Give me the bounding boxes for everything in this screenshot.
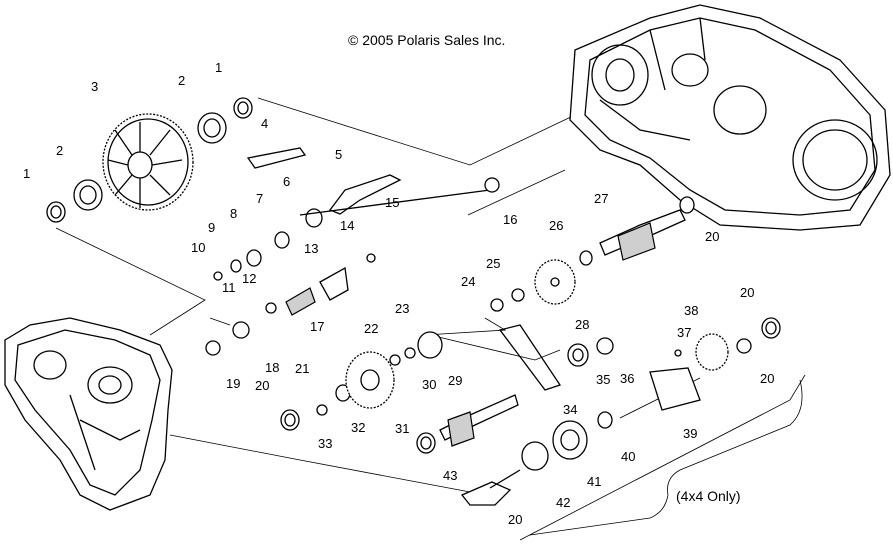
callout-2a: 2 <box>56 143 63 158</box>
callout-20d: 43 <box>443 468 457 483</box>
callout-20b: 20 <box>705 229 719 244</box>
callout-42: 41 <box>587 474 601 489</box>
callout-10: 10 <box>191 240 205 255</box>
callout-15: 15 <box>385 195 399 210</box>
upper-transmission-case <box>569 4 891 231</box>
small-parts <box>46 97 781 471</box>
callout-25: 25 <box>486 256 500 271</box>
callout-1a: 1 <box>23 166 30 181</box>
callout-8: 8 <box>230 206 237 221</box>
callout-28: 28 <box>575 317 589 332</box>
callout-33: 33 <box>318 436 332 451</box>
callout-4: 4 <box>261 116 268 131</box>
4x4-only-note: (4x4 Only) <box>676 488 741 504</box>
callout-21: 21 <box>295 361 309 376</box>
callout-27: 27 <box>594 191 608 206</box>
4x4-bracket <box>529 379 803 536</box>
callout-16: 16 <box>503 212 517 227</box>
callout-3: 3 <box>91 79 98 94</box>
callout-labels: 1 2 3 2 1 4 5 6 7 8 9 10 11 12 13 14 15 … <box>23 60 774 527</box>
callout-32: 32 <box>351 420 365 435</box>
callout-2b: 2 <box>178 73 185 88</box>
copyright-notice: © 2005 Polaris Sales Inc. <box>348 32 506 48</box>
callout-17: 17 <box>310 319 324 334</box>
callout-22: 22 <box>364 321 378 336</box>
callout-1b: 1 <box>215 60 222 75</box>
callout-31: 31 <box>395 421 409 436</box>
callout-29: 29 <box>448 373 462 388</box>
lower-transmission-case <box>4 317 173 511</box>
callout-30: 30 <box>422 377 436 392</box>
callout-20c: 20 <box>740 285 754 300</box>
callout-18: 18 <box>265 360 279 375</box>
callout-11: 11 <box>222 280 236 295</box>
callout-43: 42 <box>556 495 570 510</box>
part-gear-3 <box>102 113 194 211</box>
callout-20a: 20 <box>255 378 269 393</box>
callout-38: 38 <box>684 303 698 318</box>
callout-35: 35 <box>596 372 610 387</box>
callout-39: 20 <box>760 371 774 386</box>
callout-23: 23 <box>395 301 409 316</box>
callout-40: 39 <box>683 426 697 441</box>
callout-19: 19 <box>226 376 240 391</box>
callout-12: 12 <box>242 271 256 286</box>
callout-24: 24 <box>461 274 475 289</box>
gears-and-shafts <box>345 209 729 506</box>
callout-6: 6 <box>283 174 290 189</box>
callout-13: 13 <box>304 241 318 256</box>
alignment-lines <box>55 97 806 541</box>
callout-26: 26 <box>549 218 563 233</box>
callout-37: 37 <box>677 325 691 340</box>
callout-9: 9 <box>208 220 215 235</box>
callout-41: 40 <box>621 449 635 464</box>
callout-5: 5 <box>335 147 342 162</box>
callout-36: 36 <box>620 371 634 386</box>
callout-14: 14 <box>340 218 354 233</box>
callout-34: 34 <box>563 402 577 417</box>
callout-7: 7 <box>256 191 263 206</box>
callout-44: 20 <box>508 512 522 527</box>
